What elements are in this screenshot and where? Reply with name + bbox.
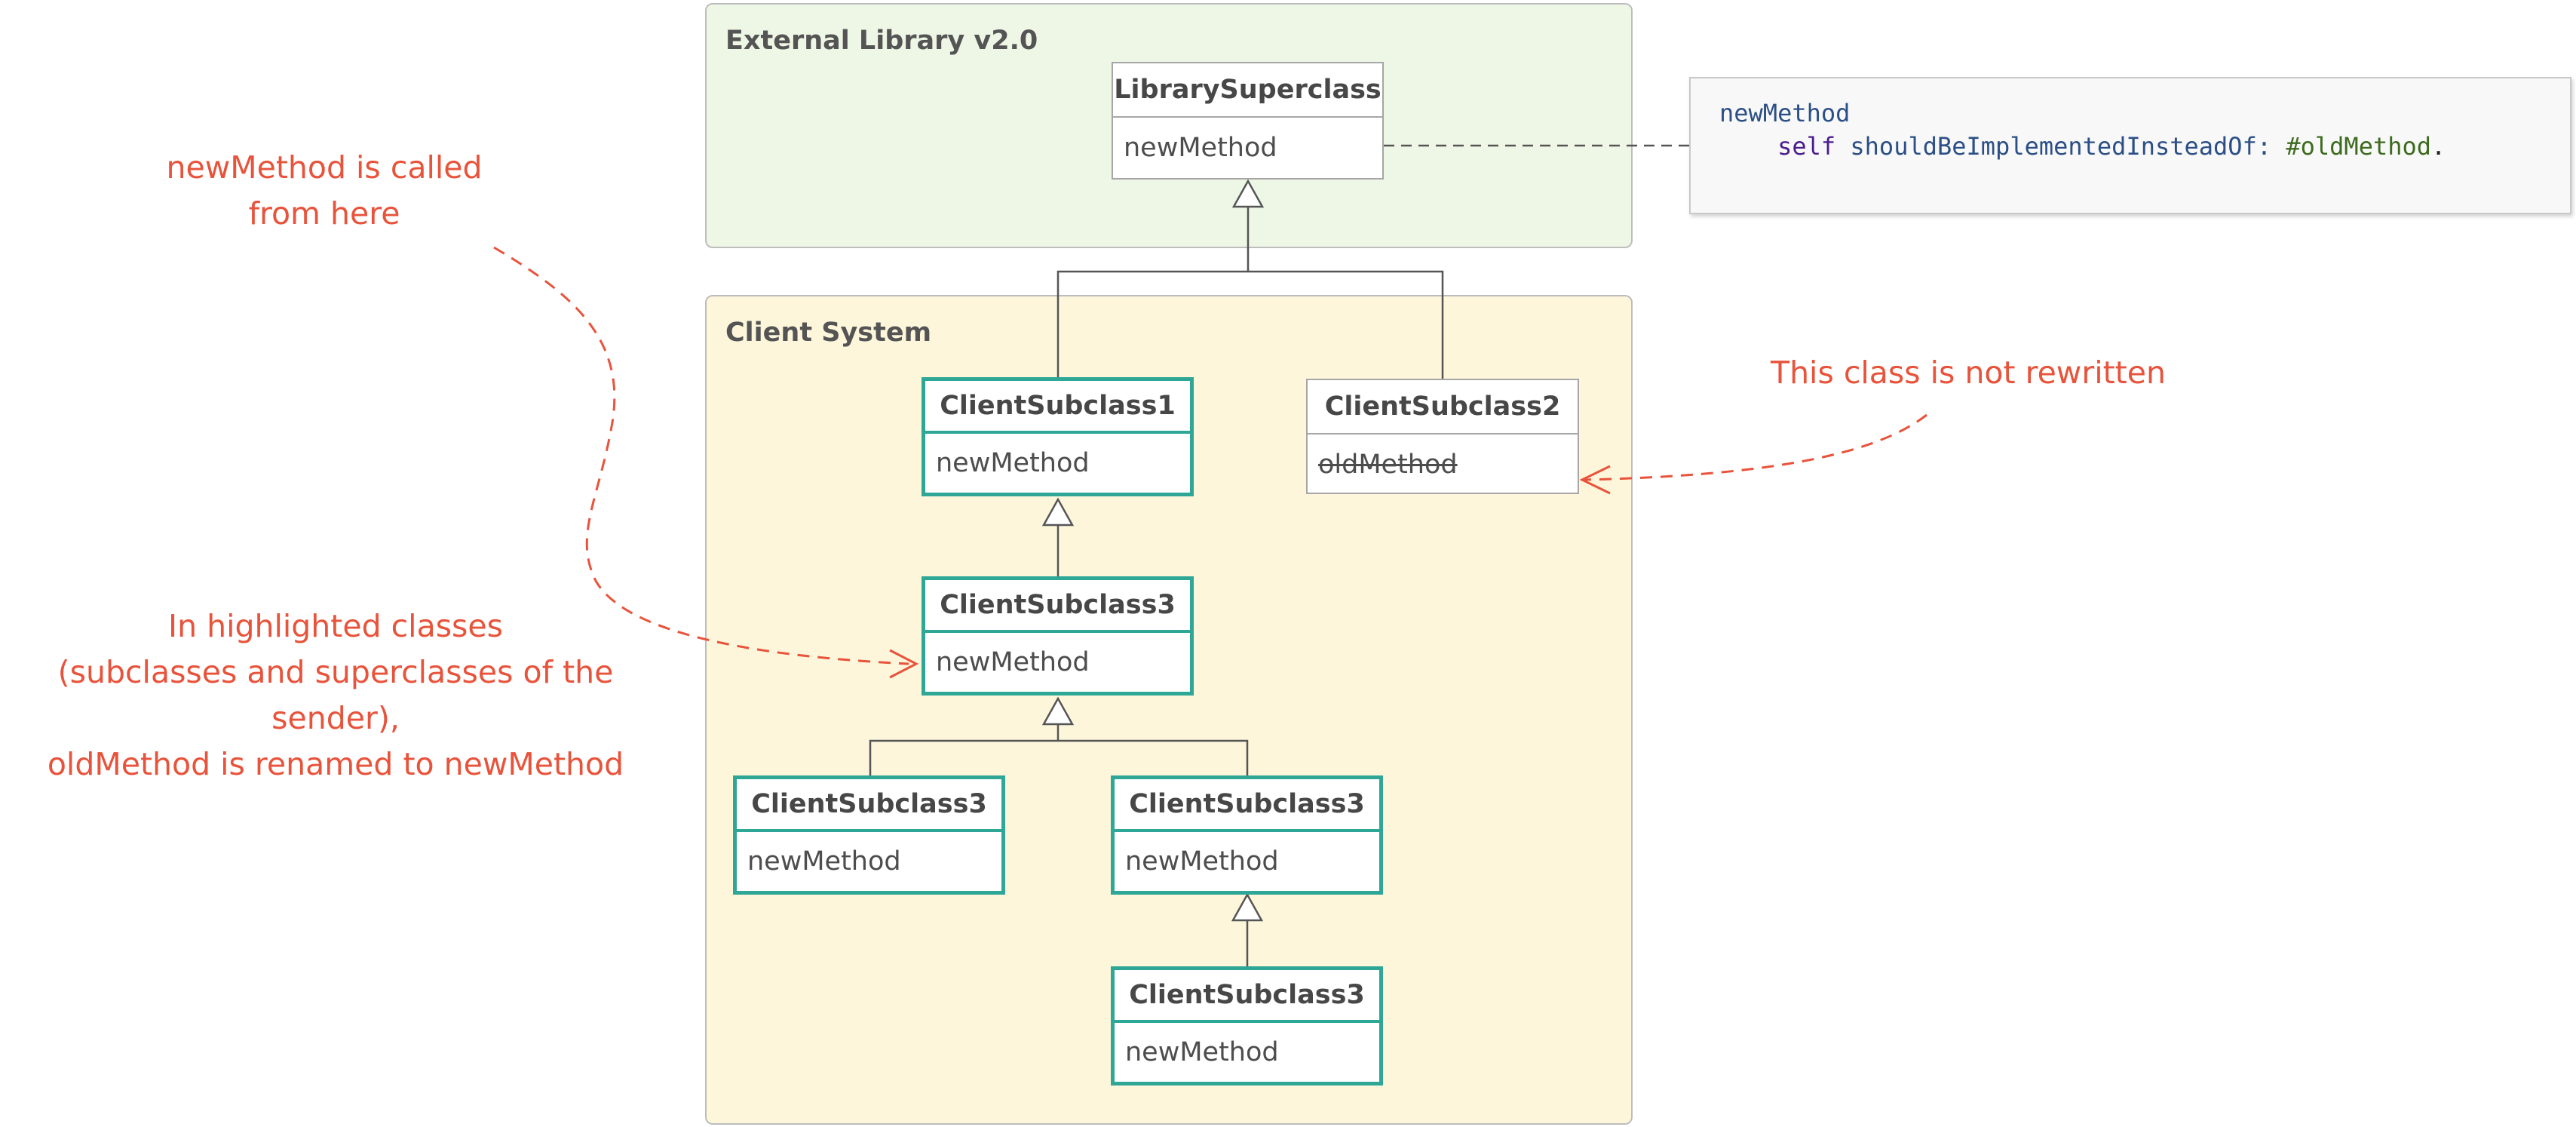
generalization-arrow-sub1 <box>1041 497 1075 527</box>
code-terminator: . <box>2431 132 2446 161</box>
class-client-subclass1: ClientSubclass1 newMethod <box>922 377 1194 496</box>
code-keyword: shouldBeImplementedInsteadOf: <box>1850 132 2272 161</box>
generalization-arrow-library <box>1231 179 1265 208</box>
class-client-subclass3-right: ClientSubclass3 newMethod <box>1111 775 1383 895</box>
external-library-title: External Library v2.0 <box>725 26 1038 56</box>
class-method: newMethod <box>936 448 1090 478</box>
annotation-line: (subclasses and superclasses of the send… <box>57 654 614 736</box>
class-name: ClientSubclass3 <box>737 779 1001 832</box>
class-method: newMethod <box>1125 846 1279 877</box>
annotation-arrow-called-from <box>493 246 909 665</box>
inheritance-line-library-branch <box>1056 270 1444 379</box>
class-library-superclass: LibrarySuperclass newMethod <box>1112 62 1384 180</box>
client-system-title: Client System <box>725 318 932 348</box>
annotation-line: newMethod is called <box>166 149 483 186</box>
class-client-subclass3-bottom: ClientSubclass3 newMethod <box>1111 966 1383 1086</box>
class-name: ClientSubclass1 <box>925 381 1190 434</box>
class-name: ClientSubclass3 <box>1115 779 1379 832</box>
class-method: newMethod <box>1124 133 1277 163</box>
annotation-arrowhead-not-rewritten <box>1579 465 1611 495</box>
class-client-subclass3-mid: ClientSubclass3 newMethod <box>922 576 1194 696</box>
annotation-line: In highlighted classes <box>167 608 503 644</box>
code-receiver: self <box>1777 132 1836 161</box>
annotation-line: from here <box>248 195 400 232</box>
inheritance-line-sub3-branch <box>869 739 1249 775</box>
annotation-arrowhead-called-from <box>889 649 919 679</box>
annotation-not-rewritten: This class is not rewritten <box>1771 355 2166 391</box>
class-client-subclass2: ClientSubclass2 oldMethod <box>1306 379 1579 494</box>
class-name: ClientSubclass3 <box>1115 970 1379 1023</box>
annotation-highlighted-classes: In highlighted classes (subclasses and s… <box>0 603 671 788</box>
class-client-subclass3-left: ClientSubclass3 newMethod <box>733 775 1005 895</box>
class-method: newMethod <box>936 647 1090 677</box>
code-argument: #oldMethod <box>2286 132 2432 161</box>
code-indent <box>1719 132 1777 161</box>
code-selector: newMethod <box>1719 99 1851 127</box>
generalization-arrow-sub3-right <box>1231 892 1264 922</box>
class-method: newMethod <box>747 846 901 877</box>
class-name: LibrarySuperclass <box>1113 63 1382 118</box>
class-method-struck: oldMethod <box>1318 450 1458 480</box>
annotation-line: oldMethod is renamed to newMethod <box>47 746 624 782</box>
generalization-arrow-sub3-mid <box>1041 696 1075 726</box>
annotation-called-from: newMethod is called from here <box>136 145 513 237</box>
code-note: newMethod self shouldBeImplementedInstea… <box>1689 77 2571 214</box>
class-method: newMethod <box>1125 1037 1279 1067</box>
class-name: ClientSubclass3 <box>925 580 1190 633</box>
class-name: ClientSubclass2 <box>1308 380 1578 435</box>
annotation-arrow-not-rewritten <box>1583 413 1927 481</box>
